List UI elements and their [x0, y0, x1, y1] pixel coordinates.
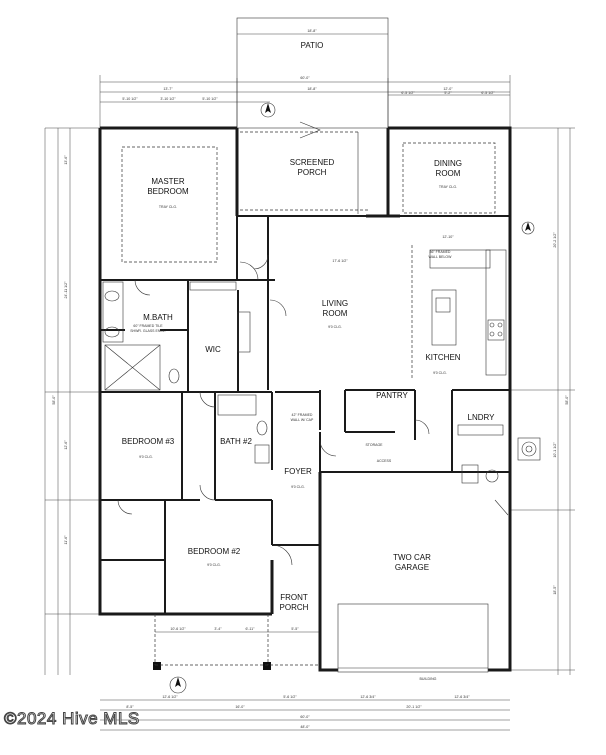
- svg-text:6'-5 1/2": 6'-5 1/2": [401, 91, 415, 95]
- svg-text:ROOM: ROOM: [323, 309, 348, 318]
- svg-text:5'-6 1/2": 5'-6 1/2": [283, 695, 297, 699]
- dimension-lines-top: 18'-8" 60'-0" 12'-10" 13'-7" 18'-8" 12'-…: [99, 29, 511, 239]
- svg-text:13'-7": 13'-7": [163, 87, 173, 91]
- svg-text:18'-8": 18'-8": [307, 87, 317, 91]
- svg-text:16'-0": 16'-0": [235, 705, 245, 709]
- screen-openings: [240, 131, 370, 214]
- svg-text:13'-6": 13'-6": [64, 155, 68, 165]
- svg-text:PORCH: PORCH: [298, 168, 327, 177]
- svg-text:3'-10 1/2": 3'-10 1/2": [160, 97, 176, 101]
- bottom-overall-2: 48'-0": [300, 725, 310, 729]
- patio-width-dim: 18'-8": [307, 29, 317, 33]
- living-room-label: LIVING: [322, 299, 348, 308]
- top-overall-dim: 60'-0": [300, 76, 310, 80]
- svg-text:12'-6 3/4": 12'-6 3/4": [454, 695, 470, 699]
- dining-room-label: DINING: [434, 159, 462, 168]
- foyer-label: FOYER: [284, 467, 312, 476]
- svg-text:5'-2": 5'-2": [444, 91, 452, 95]
- svg-text:8'-5": 8'-5": [126, 705, 134, 709]
- dining-width-dim: 12'-10": [442, 235, 454, 239]
- exterior-walls: [98, 126, 512, 672]
- laundry-appliances: [457, 424, 504, 484]
- svg-text:TRAY CLG.: TRAY CLG.: [439, 185, 457, 189]
- svg-text:12'-6 1/2": 12'-6 1/2": [162, 695, 178, 699]
- patio-slab: [236, 17, 389, 129]
- dimension-lines-sides: 13'-6" 24'-11 1/2" 12'-6" 11'-6" 58'-0" …: [44, 127, 575, 675]
- svg-text:18'-5": 18'-5": [553, 585, 557, 595]
- svg-text:STORAGE: STORAGE: [365, 443, 383, 447]
- svg-text:9'0 CLG.: 9'0 CLG.: [291, 485, 305, 489]
- svg-text:SHWR. GLASS ENCL.: SHWR. GLASS ENCL.: [130, 329, 166, 333]
- kitchen-label: KITCHEN: [425, 353, 460, 362]
- laundry-label: LNDRY: [468, 413, 496, 422]
- svg-text:BUILDING: BUILDING: [420, 677, 437, 681]
- svg-text:ROOM: ROOM: [436, 169, 461, 178]
- svg-text:TRAY CLG.: TRAY CLG.: [159, 205, 177, 209]
- porch-posts: [153, 614, 320, 670]
- svg-text:PORCH: PORCH: [280, 603, 309, 612]
- bottom-overall-1: 60'-0": [300, 715, 310, 719]
- bath-fixtures: [102, 281, 270, 464]
- kitchen-cabinets: [411, 245, 507, 378]
- svg-text:3'-4": 3'-4": [214, 627, 222, 631]
- living-width-dim: 17'-6 1/2": [332, 259, 348, 263]
- svg-text:BEDROOM: BEDROOM: [147, 187, 189, 196]
- svg-text:GARAGE: GARAGE: [395, 563, 429, 572]
- svg-text:10'-6 1/2": 10'-6 1/2": [170, 627, 186, 631]
- bedroom-2-label: BEDROOM #2: [188, 547, 241, 556]
- svg-text:9'0 CLG.: 9'0 CLG.: [207, 563, 221, 567]
- garage-width-dim: 20'-1 1/2": [406, 705, 422, 709]
- dimension-lines-bottom: 12'-6 1/2" 5'-6 1/2" 12'-6 3/4" 12'-6 3/…: [100, 627, 510, 731]
- svg-text:5'-5": 5'-5": [291, 627, 299, 631]
- svg-text:20'-2 1/2": 20'-2 1/2": [553, 232, 557, 248]
- bedroom-3-label: BEDROOM #3: [122, 437, 175, 446]
- garage-door: [337, 603, 489, 673]
- pantry-label: PANTRY: [376, 391, 408, 400]
- svg-text:12'-6": 12'-6": [64, 440, 68, 450]
- svg-text:9'0 CLG.: 9'0 CLG.: [328, 325, 342, 329]
- svg-text:58'-0": 58'-0": [565, 395, 569, 405]
- patio-label: PATIO: [301, 41, 324, 50]
- svg-text:5'-10 1/2": 5'-10 1/2": [122, 97, 138, 101]
- room-labels: SCREENED PORCH MASTER BEDROOM TRAY CLG. …: [122, 158, 495, 612]
- svg-text:10'-1 1/2": 10'-1 1/2": [553, 442, 557, 458]
- door-swings: [117, 121, 509, 566]
- svg-text:WALL W/ CAP: WALL W/ CAP: [291, 418, 314, 422]
- svg-text:60" FRAMED TILE: 60" FRAMED TILE: [133, 324, 163, 328]
- master-tray-ceiling: [121, 146, 218, 263]
- svg-text:24'-11 1/2": 24'-11 1/2": [64, 281, 68, 299]
- svg-text:6'-11": 6'-11": [246, 627, 256, 631]
- bath-2-label: BATH #2: [220, 437, 252, 446]
- master-bath-label: M.BATH: [143, 313, 173, 322]
- screened-porch-label: SCREENED: [290, 158, 335, 167]
- svg-text:9'0 CLG.: 9'0 CLG.: [433, 371, 447, 375]
- garage-footprint: [330, 480, 500, 600]
- svg-text:12'-0": 12'-0": [443, 87, 453, 91]
- svg-text:5'-10 1/2": 5'-10 1/2": [202, 97, 218, 101]
- svg-text:9'0 CLG.: 9'0 CLG.: [139, 455, 153, 459]
- svg-text:11'-6": 11'-6": [64, 535, 68, 545]
- svg-text:6'-5 1/2": 6'-5 1/2": [481, 91, 495, 95]
- hvac-unit: [517, 437, 541, 461]
- svg-text:ACCESS: ACCESS: [377, 459, 392, 463]
- svg-text:42" FRAMED: 42" FRAMED: [292, 413, 313, 417]
- svg-text:12'-6 3/4": 12'-6 3/4": [360, 695, 376, 699]
- front-porch-label: FRONT: [280, 593, 308, 602]
- master-bedroom-label: MASTER: [151, 177, 185, 186]
- svg-text:36" FRAMED: 36" FRAMED: [430, 250, 451, 254]
- watermark: ©2024 Hive MLS: [4, 709, 140, 729]
- svg-text:WALL BELOW: WALL BELOW: [429, 255, 453, 259]
- two-car-garage-label: TWO CAR: [393, 553, 431, 562]
- dining-tray-ceiling: [402, 142, 496, 214]
- svg-text:58'-0": 58'-0": [52, 395, 56, 405]
- north-arrow-icon: [169, 102, 535, 694]
- wic-label: WIC: [205, 345, 221, 354]
- interior-walls: [100, 128, 510, 614]
